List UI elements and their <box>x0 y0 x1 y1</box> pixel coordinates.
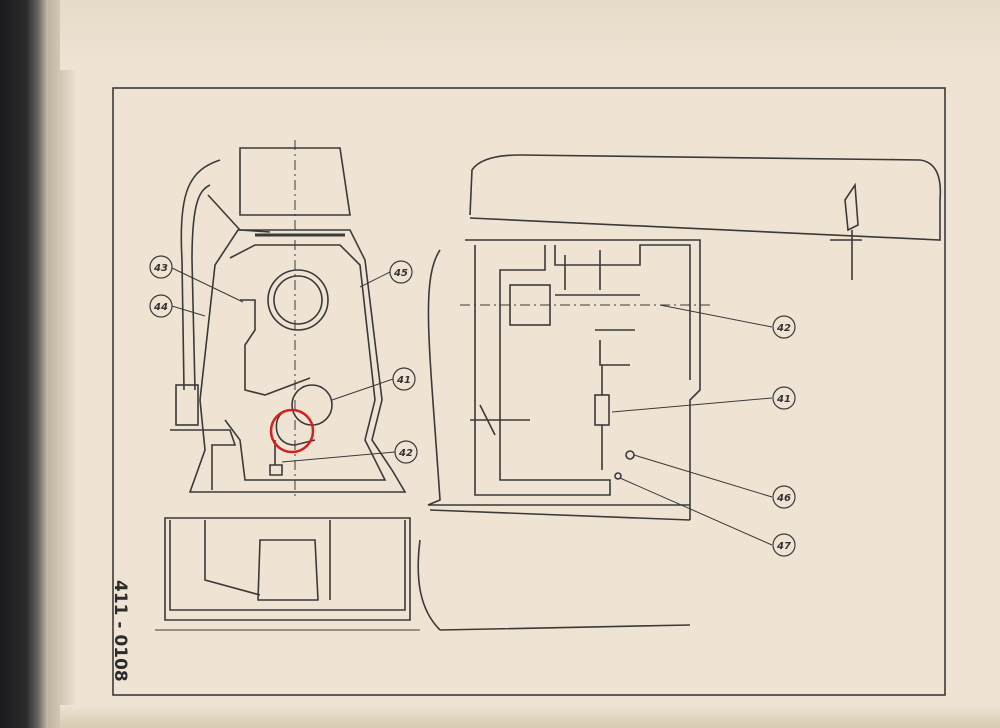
callout-45: 45 <box>393 268 408 279</box>
drawing-number: 411 - 0108 <box>110 580 130 682</box>
callout-44: 44 <box>153 302 168 313</box>
callout-41-right: 41 <box>776 394 791 405</box>
right-side-view <box>417 154 942 631</box>
book-binding <box>0 0 48 728</box>
page-top-edge <box>60 0 1000 70</box>
drawing-border <box>112 87 946 696</box>
page-shadow <box>48 0 78 728</box>
callout-46: 46 <box>776 493 791 504</box>
highlight-circle <box>269 408 315 454</box>
callout-42-right: 42 <box>776 323 791 334</box>
callout-47: 47 <box>776 541 791 552</box>
callout-leaders <box>171 267 773 546</box>
callout-43: 43 <box>153 263 168 274</box>
left-cross-section-view <box>155 140 420 631</box>
page-bottom-edge <box>60 705 1000 728</box>
callout-41-left: 41 <box>396 375 411 386</box>
callout-42-left: 42 <box>398 448 413 459</box>
